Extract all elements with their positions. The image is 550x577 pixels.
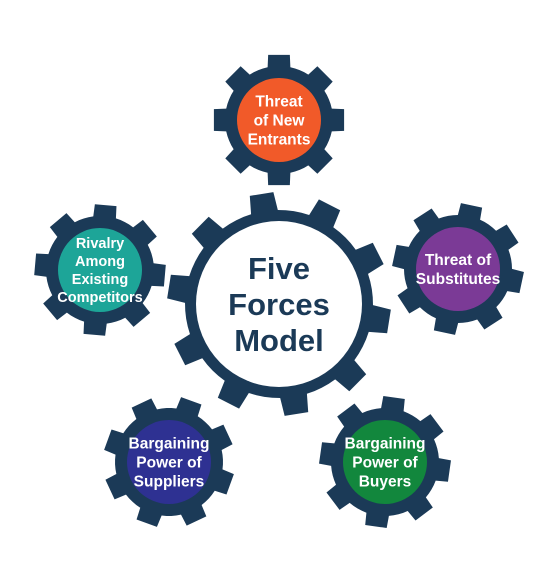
gear-face — [196, 221, 362, 387]
gear-label-line: Substitutes — [416, 271, 500, 288]
gear-face — [127, 420, 211, 504]
gear-label-line: Rivalry — [76, 236, 124, 252]
gear-label-line: Competitors — [57, 290, 142, 306]
gear-label-line: Threat — [255, 94, 302, 111]
gear-label-line: Buyers — [359, 474, 412, 491]
gear-label-line: of New — [254, 113, 306, 130]
gear-label-line: Five — [248, 251, 310, 286]
gear-label-line: Among — [75, 254, 125, 270]
gear-label-line: Power of — [136, 455, 202, 472]
gear-label-line: Bargaining — [345, 436, 426, 453]
gear-face — [416, 227, 500, 311]
gear-label-line: Bargaining — [129, 436, 210, 453]
gear-label-line: Power of — [352, 455, 418, 472]
gear-label-line: Model — [234, 323, 324, 358]
gear-label-line: Entrants — [248, 132, 311, 149]
gear-label-line: Existing — [72, 272, 128, 288]
force-gear-substitutes: Threat of Substitutes — [392, 203, 524, 335]
gear-face — [237, 78, 321, 162]
gear-face — [343, 420, 427, 504]
gear-face — [58, 228, 142, 312]
gear-label-line: Forces — [228, 287, 330, 322]
gear-label-line: Suppliers — [134, 474, 205, 491]
gear-label-line: Threat of — [425, 252, 492, 269]
